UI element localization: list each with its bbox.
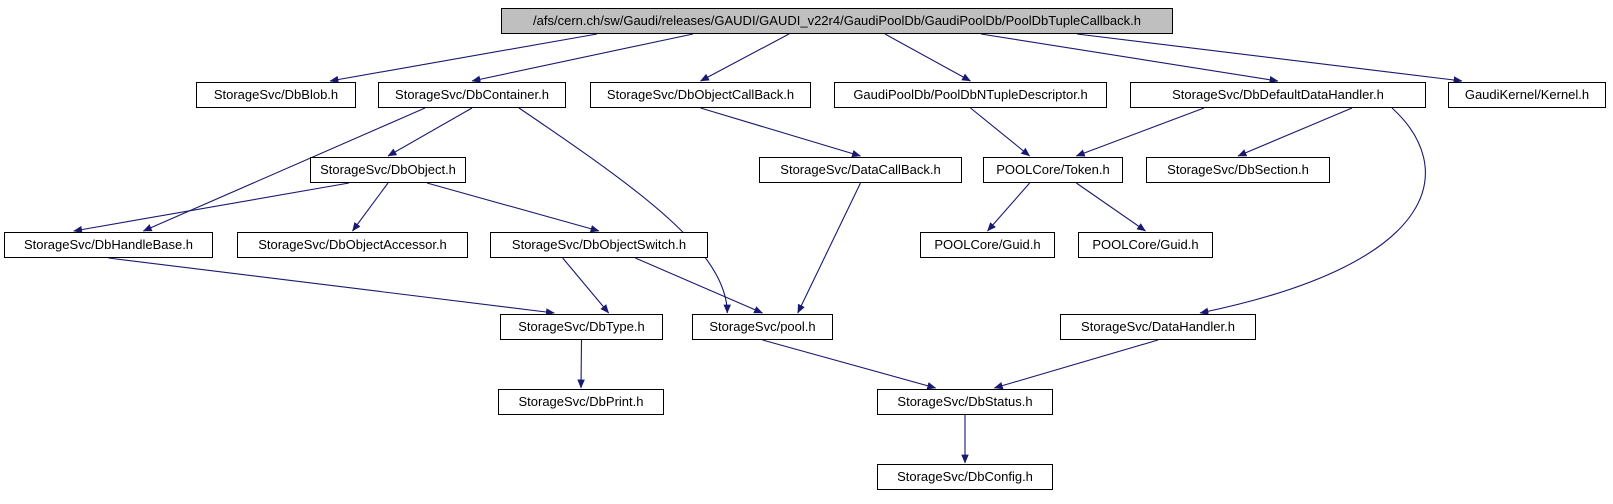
node-dbsection[interactable]: StorageSvc/DbSection.h bbox=[1146, 157, 1330, 183]
node-token[interactable]: POOLCore/Token.h bbox=[983, 157, 1123, 183]
node-datahandler[interactable]: StorageSvc/DataHandler.h bbox=[1060, 314, 1256, 340]
edge-root-kernel bbox=[1076, 33, 1463, 84]
edge-dbtype-dbprint bbox=[577, 339, 585, 389]
edge-dbobject-dbobjectswitch bbox=[426, 182, 600, 233]
node-dbobject[interactable]: StorageSvc/DbObject.h bbox=[310, 157, 466, 183]
node-dbdefaultdatahandler[interactable]: StorageSvc/DbDefaultDataHandler.h bbox=[1130, 82, 1426, 108]
node-dbobjectaccessor[interactable]: StorageSvc/DbObjectAccessor.h bbox=[237, 232, 468, 258]
node-dbobjectcallback[interactable]: StorageSvc/DbObjectCallBack.h bbox=[590, 82, 811, 108]
edge-dbcontainer-dbobject bbox=[387, 107, 473, 157]
node-guid2[interactable]: POOLCore/Guid.h bbox=[1078, 232, 1213, 258]
node-dbobjectswitch[interactable]: StorageSvc/DbObjectSwitch.h bbox=[490, 232, 708, 258]
node-dbtype[interactable]: StorageSvc/DbType.h bbox=[500, 314, 663, 340]
edge-root-ntupledesc bbox=[884, 33, 971, 82]
edge-root-dbcontainer bbox=[471, 33, 694, 83]
node-dbconfig[interactable]: StorageSvc/DbConfig.h bbox=[877, 464, 1053, 490]
node-datacallback[interactable]: StorageSvc/DataCallBack.h bbox=[759, 157, 962, 183]
node-root: /afs/cern.ch/sw/Gaudi/releases/GAUDI/GAU… bbox=[501, 8, 1173, 34]
edge-token-guid2 bbox=[1076, 182, 1146, 232]
edge-ntupledesc-token bbox=[970, 107, 1031, 157]
node-dbstatus[interactable]: StorageSvc/DbStatus.h bbox=[877, 389, 1053, 415]
edge-dbobjectswitch-dbtype bbox=[562, 257, 610, 314]
edge-root-dbdefaultdatahandler bbox=[980, 33, 1279, 84]
node-dbhandlebase[interactable]: StorageSvc/DbHandleBase.h bbox=[4, 232, 213, 258]
node-dbblob[interactable]: StorageSvc/DbBlob.h bbox=[196, 82, 356, 108]
edge-dbhandlebase-dbtype bbox=[108, 257, 555, 316]
edge-token-guid1 bbox=[987, 182, 1031, 232]
edge-dbdefaultdatahandler-token bbox=[1075, 107, 1205, 157]
node-dbprint[interactable]: StorageSvc/DbPrint.h bbox=[498, 389, 664, 415]
edge-dbobjectswitch-pool bbox=[635, 257, 763, 314]
edge-dbcontainer-pool bbox=[518, 107, 731, 314]
edge-dbdefaultdatahandler-dbsection bbox=[1237, 107, 1353, 157]
node-kernel[interactable]: GaudiKernel/Kernel.h bbox=[1448, 82, 1606, 108]
edge-datacallback-pool bbox=[797, 182, 861, 314]
edge-root-dbobjectcallback bbox=[700, 33, 790, 82]
edge-pool-dbstatus bbox=[762, 339, 937, 390]
node-pool[interactable]: StorageSvc/pool.h bbox=[692, 314, 833, 340]
edge-root-dbblob bbox=[329, 33, 598, 84]
node-dbcontainer[interactable]: StorageSvc/DbContainer.h bbox=[378, 82, 566, 108]
edge-dbdefaultdatahandler-datahandler bbox=[1199, 107, 1426, 315]
node-guid1[interactable]: POOLCore/Guid.h bbox=[920, 232, 1055, 258]
node-ntupledesc[interactable]: GaudiPoolDb/PoolDbNTupleDescriptor.h bbox=[834, 82, 1107, 108]
edge-dbobject-dbhandlebase bbox=[73, 182, 350, 234]
edge-dbobjectcallback-datacallback bbox=[700, 107, 861, 158]
edge-dbobject-dbobjectaccessor bbox=[352, 182, 389, 232]
edge-datahandler-dbstatus bbox=[993, 339, 1159, 390]
